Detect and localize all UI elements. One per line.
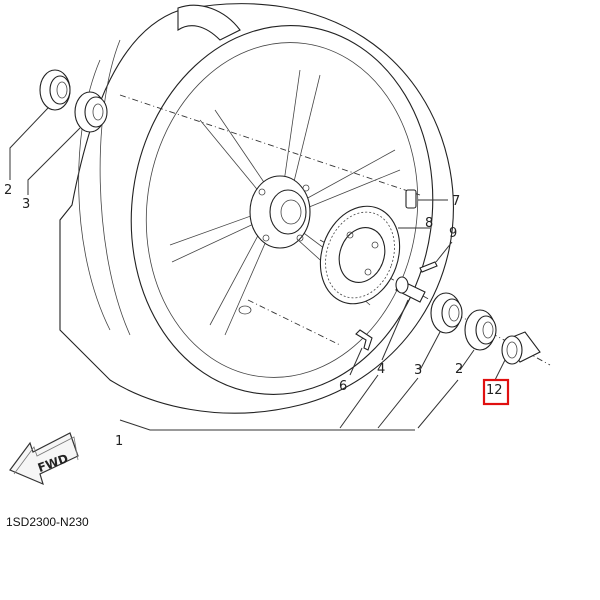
label-4: 4 <box>377 362 385 377</box>
label-1: 1 <box>115 434 123 449</box>
sensor-rotor-part-8 <box>319 205 401 305</box>
fwd-arrow-icon: FWD <box>9 432 79 486</box>
part-labels: 2 3 1 7 8 9 4 6 3 2 12 <box>4 183 503 449</box>
label-3-right: 3 <box>414 363 422 378</box>
label-7: 7 <box>452 194 460 209</box>
oil-seal-right <box>464 309 497 351</box>
leader-lines <box>9 107 506 431</box>
valve-part-6 <box>355 329 373 351</box>
diagram-code: 1SD2300-N230 <box>6 515 89 529</box>
label-6: 6 <box>339 379 347 394</box>
oil-seal-left <box>39 69 71 111</box>
highlight-box-12 <box>482 378 510 406</box>
label-12: 12 <box>486 383 503 398</box>
label-3-left: 3 <box>22 197 30 212</box>
wheel-hub <box>249 175 311 249</box>
spacer-part-12 <box>501 331 541 365</box>
label-8: 8 <box>425 216 433 231</box>
bearing-left <box>74 91 108 133</box>
label-2-right: 2 <box>455 362 463 377</box>
bearing-right <box>430 292 463 334</box>
label-9: 9 <box>449 226 457 241</box>
wheel-tire-assembly <box>59 3 454 414</box>
collar-part-4 <box>395 276 426 303</box>
clip-part-7 <box>405 189 417 209</box>
label-2-left: 2 <box>4 183 12 198</box>
screw-part-9 <box>419 261 438 273</box>
